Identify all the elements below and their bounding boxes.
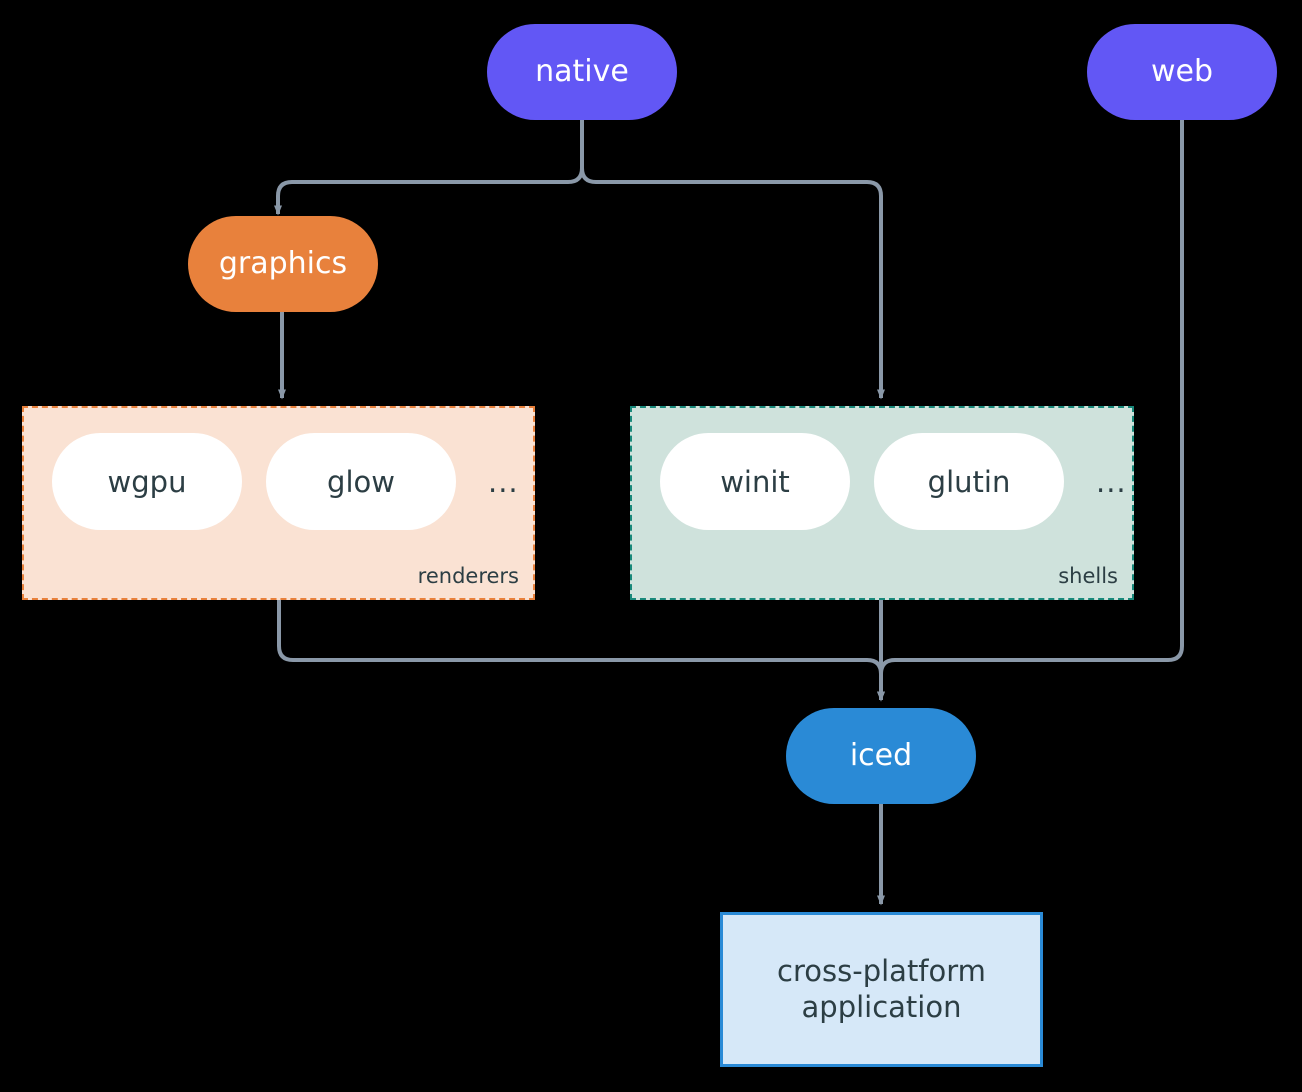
- group-renderers-items: wgpu glow ...: [52, 433, 519, 530]
- node-winit-label: winit: [720, 464, 790, 499]
- renderers-ellipsis: ...: [488, 464, 519, 499]
- node-application-label-line2: application: [801, 989, 962, 1024]
- node-glow-label: glow: [327, 464, 395, 499]
- node-glow[interactable]: glow: [266, 433, 456, 530]
- node-iced[interactable]: iced: [786, 708, 976, 804]
- node-iced-label: iced: [849, 737, 913, 773]
- node-wgpu[interactable]: wgpu: [52, 433, 242, 530]
- node-native-label: native: [535, 53, 629, 89]
- node-graphics-label: graphics: [218, 245, 348, 281]
- node-web-label: web: [1150, 53, 1214, 89]
- edge-renderers-iced: [277, 600, 885, 702]
- node-wgpu-label: wgpu: [107, 464, 187, 499]
- node-web[interactable]: web: [1087, 24, 1277, 120]
- group-renderers[interactable]: wgpu glow ... renderers: [22, 406, 535, 600]
- edge-native-graphics: [274, 120, 584, 216]
- node-cross-platform-application[interactable]: cross-platform application: [720, 912, 1043, 1067]
- node-glutin[interactable]: glutin: [874, 433, 1064, 530]
- edge-native-shells: [580, 120, 885, 400]
- group-shells-items: winit glutin ...: [660, 433, 1127, 530]
- node-winit[interactable]: winit: [660, 433, 850, 530]
- node-glutin-label: glutin: [927, 464, 1011, 499]
- group-shells[interactable]: winit glutin ... shells: [630, 406, 1134, 600]
- group-renderers-label: renderers: [417, 564, 519, 588]
- group-shells-label: shells: [1058, 564, 1118, 588]
- node-application-label-line1: cross-platform: [777, 954, 986, 989]
- node-native[interactable]: native: [487, 24, 677, 120]
- node-graphics[interactable]: graphics: [188, 216, 378, 312]
- shells-ellipsis: ...: [1096, 464, 1127, 499]
